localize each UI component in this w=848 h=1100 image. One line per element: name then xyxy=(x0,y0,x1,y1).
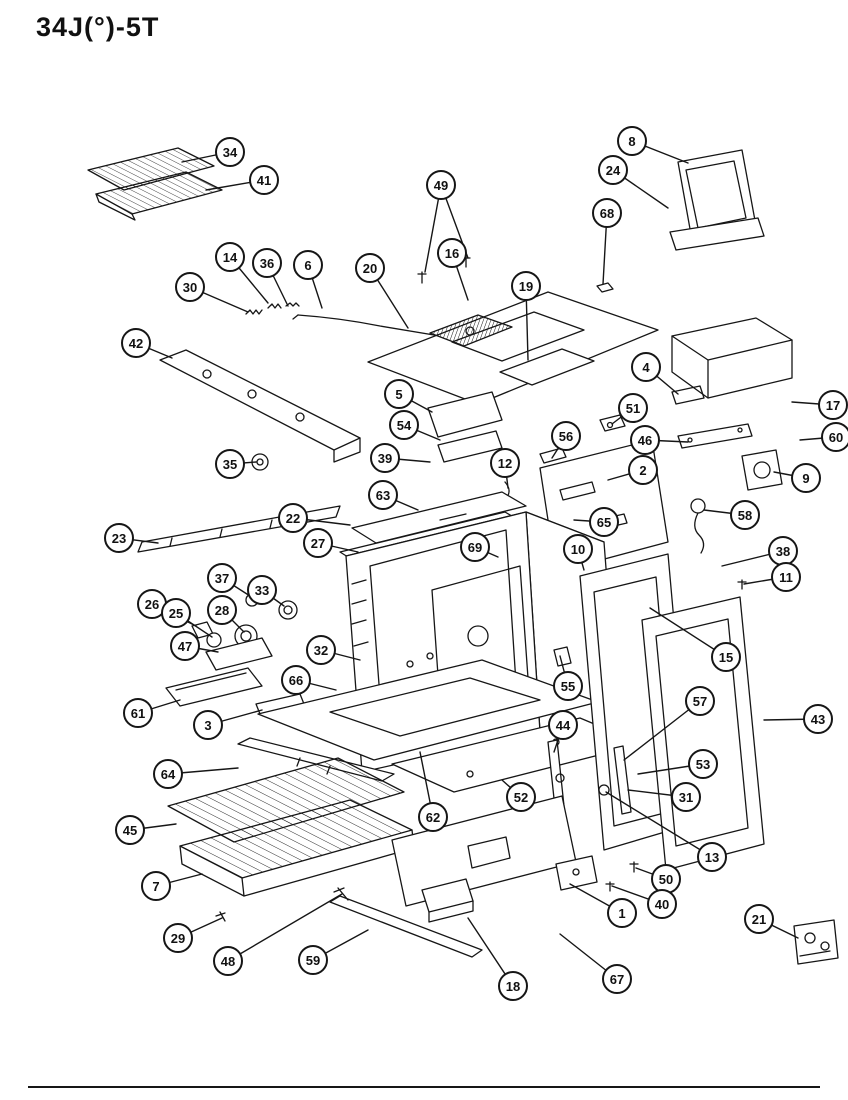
clock-switch xyxy=(793,919,839,965)
hinge-bracket-small xyxy=(671,385,705,405)
callout-43: 43 xyxy=(803,704,833,734)
callout-66: 66 xyxy=(281,665,311,695)
callout-4: 4 xyxy=(631,352,661,382)
backguard-panel xyxy=(669,149,765,251)
callout-48: 48 xyxy=(213,946,243,976)
callout-9: 9 xyxy=(791,463,821,493)
broiler-pan xyxy=(95,171,223,221)
misc-screws xyxy=(215,579,747,922)
callout-45: 45 xyxy=(115,815,145,845)
callout-50: 50 xyxy=(651,864,681,894)
callout-17: 17 xyxy=(818,390,848,420)
bottom-rail xyxy=(329,895,483,958)
callout-7: 7 xyxy=(141,871,171,901)
cooktop-screws xyxy=(417,255,471,284)
callout-46: 46 xyxy=(630,425,660,455)
callout-57: 57 xyxy=(685,686,715,716)
callout-51: 51 xyxy=(618,393,648,423)
thermostat xyxy=(741,449,783,491)
switch-box xyxy=(555,855,598,891)
callout-53: 53 xyxy=(688,749,718,779)
model-number-title: 34J(°)-5T xyxy=(36,12,160,42)
main-top xyxy=(367,291,659,405)
callout-39: 39 xyxy=(370,443,400,473)
callout-62: 62 xyxy=(418,802,448,832)
callout-35: 35 xyxy=(215,449,245,479)
callout-34: 34 xyxy=(215,137,245,167)
callout-23: 23 xyxy=(104,523,134,553)
callout-61: 61 xyxy=(123,698,153,728)
callout-59: 59 xyxy=(298,945,328,975)
burner-box xyxy=(427,391,503,463)
sensor-capillary xyxy=(690,498,706,554)
callout-14: 14 xyxy=(215,242,245,272)
callout-1: 1 xyxy=(607,898,637,928)
callout-65: 65 xyxy=(589,507,619,537)
shelf-bracket xyxy=(677,423,753,449)
fan-motor-cluster xyxy=(191,593,298,648)
callout-67: 67 xyxy=(602,964,632,994)
bottom-border-rule xyxy=(28,1086,820,1088)
oven-rack xyxy=(167,757,405,843)
callout-6: 6 xyxy=(293,250,323,280)
callout-49: 49 xyxy=(426,170,456,200)
callout-30: 30 xyxy=(175,272,205,302)
callout-21: 21 xyxy=(744,904,774,934)
callout-33: 33 xyxy=(247,575,277,605)
callout-18: 18 xyxy=(498,971,528,1001)
callout-56: 56 xyxy=(551,421,581,451)
bracket-56 xyxy=(539,447,567,464)
callout-31: 31 xyxy=(671,782,701,812)
callout-25: 25 xyxy=(161,598,191,628)
bracket-51 xyxy=(599,414,626,432)
callout-55: 55 xyxy=(553,671,583,701)
callout-29: 29 xyxy=(163,923,193,953)
access-panel xyxy=(165,667,263,707)
terminal-springs xyxy=(245,302,300,315)
callout-58: 58 xyxy=(730,500,760,530)
callout-44: 44 xyxy=(548,710,578,740)
callout-27: 27 xyxy=(303,528,333,558)
callout-12: 12 xyxy=(490,448,520,478)
door-hinges xyxy=(547,646,632,815)
callout-60: 60 xyxy=(821,422,848,452)
callout-42: 42 xyxy=(121,328,151,358)
callout-63: 63 xyxy=(368,480,398,510)
callout-68: 68 xyxy=(592,198,622,228)
support-bracket-18 xyxy=(421,878,474,923)
callout-20: 20 xyxy=(355,253,385,283)
broiler-pan-insert xyxy=(87,147,215,191)
callout-54: 54 xyxy=(389,410,419,440)
callout-64: 64 xyxy=(153,759,183,789)
callout-38: 38 xyxy=(768,536,798,566)
callout-28: 28 xyxy=(207,595,237,625)
callout-2: 2 xyxy=(628,455,658,485)
callout-32: 32 xyxy=(306,635,336,665)
callout-52: 52 xyxy=(506,782,536,812)
callout-24: 24 xyxy=(598,155,628,185)
callout-10: 10 xyxy=(563,534,593,564)
callout-69: 69 xyxy=(460,532,490,562)
callout-16: 16 xyxy=(437,238,467,268)
callout-19: 19 xyxy=(511,271,541,301)
callout-3: 3 xyxy=(193,710,223,740)
callout-47: 47 xyxy=(170,631,200,661)
callout-40: 40 xyxy=(647,889,677,919)
callout-11: 11 xyxy=(771,562,801,592)
mounting-plate xyxy=(205,637,273,671)
callout-41: 41 xyxy=(249,165,279,195)
callout-15: 15 xyxy=(711,642,741,672)
callout-8: 8 xyxy=(617,126,647,156)
mounting-nut xyxy=(596,282,614,293)
callout-13: 13 xyxy=(697,842,727,872)
callout-37: 37 xyxy=(207,563,237,593)
callout-5: 5 xyxy=(384,379,414,409)
surface-unit-rod xyxy=(292,314,453,339)
callout-36: 36 xyxy=(252,248,282,278)
upper-rail xyxy=(159,349,361,463)
side-shelf xyxy=(671,317,793,399)
callout-22: 22 xyxy=(278,503,308,533)
